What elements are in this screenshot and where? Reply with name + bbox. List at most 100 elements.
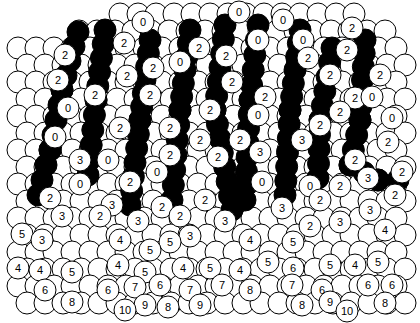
numbered-atom	[336, 39, 358, 61]
layer-number: 4	[30, 263, 50, 277]
layer-number: 5	[160, 235, 180, 249]
layer-number: 2	[208, 150, 228, 164]
numbered-atom	[44, 126, 66, 148]
numbered-atom	[188, 37, 210, 59]
layer-number: 5	[140, 243, 160, 257]
numbered-atom	[377, 131, 399, 153]
layer-number: 0	[248, 33, 268, 47]
layer-number: 6	[98, 283, 118, 297]
layer-number: 5	[258, 255, 278, 269]
numbered-atom	[107, 254, 129, 276]
layer-number: 5	[368, 255, 388, 269]
numbered-atom	[169, 205, 191, 227]
layer-number: 2	[160, 121, 180, 135]
numbered-atom	[127, 210, 149, 232]
layer-number: 2	[140, 88, 160, 102]
numbered-atom	[329, 175, 351, 197]
numbered-atom	[221, 71, 243, 93]
layer-number: 3	[360, 203, 380, 217]
numbered-atom	[211, 274, 233, 296]
layer-number: 5	[320, 258, 340, 272]
layer-number: 3	[250, 145, 270, 159]
layer-number: 6	[283, 261, 303, 275]
layer-number: 2	[222, 75, 242, 89]
layer-number: 10	[115, 303, 135, 317]
layer-number: 4	[108, 258, 128, 272]
layer-number: 4	[8, 261, 28, 275]
numbered-atom	[189, 129, 211, 151]
layer-number: 2	[143, 61, 163, 75]
numbered-atom	[89, 205, 111, 227]
numbered-atom	[69, 149, 91, 171]
layer-number: 6	[312, 283, 332, 297]
layer-number: 5	[135, 265, 155, 279]
layer-number: 4	[345, 258, 365, 272]
layer-number: 0	[45, 130, 65, 144]
numbered-atom	[61, 261, 83, 283]
layer-number: 8	[240, 283, 260, 297]
layer-number: 0	[58, 101, 78, 115]
numbered-atom	[381, 107, 403, 129]
layer-number: 2	[216, 49, 236, 63]
layer-number: 2	[330, 105, 350, 119]
layer-number: 3	[128, 214, 148, 228]
layer-number: 5	[283, 235, 303, 249]
layer-number: 9	[135, 298, 155, 312]
numbered-atom	[257, 251, 279, 273]
numbered-atom	[309, 189, 331, 211]
layer-number: 3	[215, 214, 235, 228]
numbered-atom	[179, 225, 201, 247]
layer-number: 9	[320, 295, 340, 309]
numbered-atom	[374, 219, 396, 241]
layer-number: 2	[378, 135, 398, 149]
numbered-atom	[97, 279, 119, 301]
layer-number: 7	[180, 283, 200, 297]
layer-number: 4	[110, 233, 130, 247]
numbered-atom	[109, 229, 131, 251]
numbered-atom	[34, 279, 56, 301]
numbered-atom	[134, 294, 156, 316]
numbered-atom	[291, 129, 313, 151]
numbered-atom	[229, 259, 251, 281]
layer-number: 2	[48, 73, 68, 87]
layer-number: 2	[120, 175, 140, 189]
numbered-atom	[251, 171, 273, 193]
numbered-atom	[172, 257, 194, 279]
numbered-atom	[271, 197, 293, 219]
numbered-atom	[189, 294, 211, 316]
layer-number: 3	[70, 153, 90, 167]
numbered-atom	[51, 205, 73, 227]
layer-number: 2	[189, 41, 209, 55]
numbered-atom	[357, 167, 379, 189]
layer-number: 8	[292, 298, 312, 312]
layer-number: 2	[370, 68, 390, 82]
numbered-atom	[159, 231, 181, 253]
numbered-atom	[84, 84, 106, 106]
numbered-atom	[297, 47, 319, 69]
numbered-atom	[11, 223, 33, 245]
numbered-atom	[113, 32, 135, 54]
layer-number: 2	[310, 118, 330, 132]
layer-number: 2	[385, 188, 405, 202]
layer-number: 6	[358, 278, 378, 292]
layer-number: 0	[293, 33, 313, 47]
numbered-atom	[361, 86, 383, 108]
layer-number: 2	[55, 48, 75, 62]
layer-number: 2	[190, 133, 210, 147]
numbered-atom	[239, 229, 261, 251]
layer-number: 4	[375, 223, 395, 237]
layer-number: 2	[195, 193, 215, 207]
numbered-atom	[291, 294, 313, 316]
layer-number: 2	[160, 148, 180, 162]
numbered-atom	[146, 161, 168, 183]
numbered-atom	[149, 274, 171, 296]
numbered-atom	[194, 189, 216, 211]
numbered-atom	[329, 101, 351, 123]
layer-number: 3	[330, 215, 350, 229]
layer-number: 0	[70, 177, 90, 191]
numbered-atom	[247, 104, 269, 126]
numbered-atom	[391, 161, 413, 183]
layer-number: 0	[382, 111, 402, 125]
